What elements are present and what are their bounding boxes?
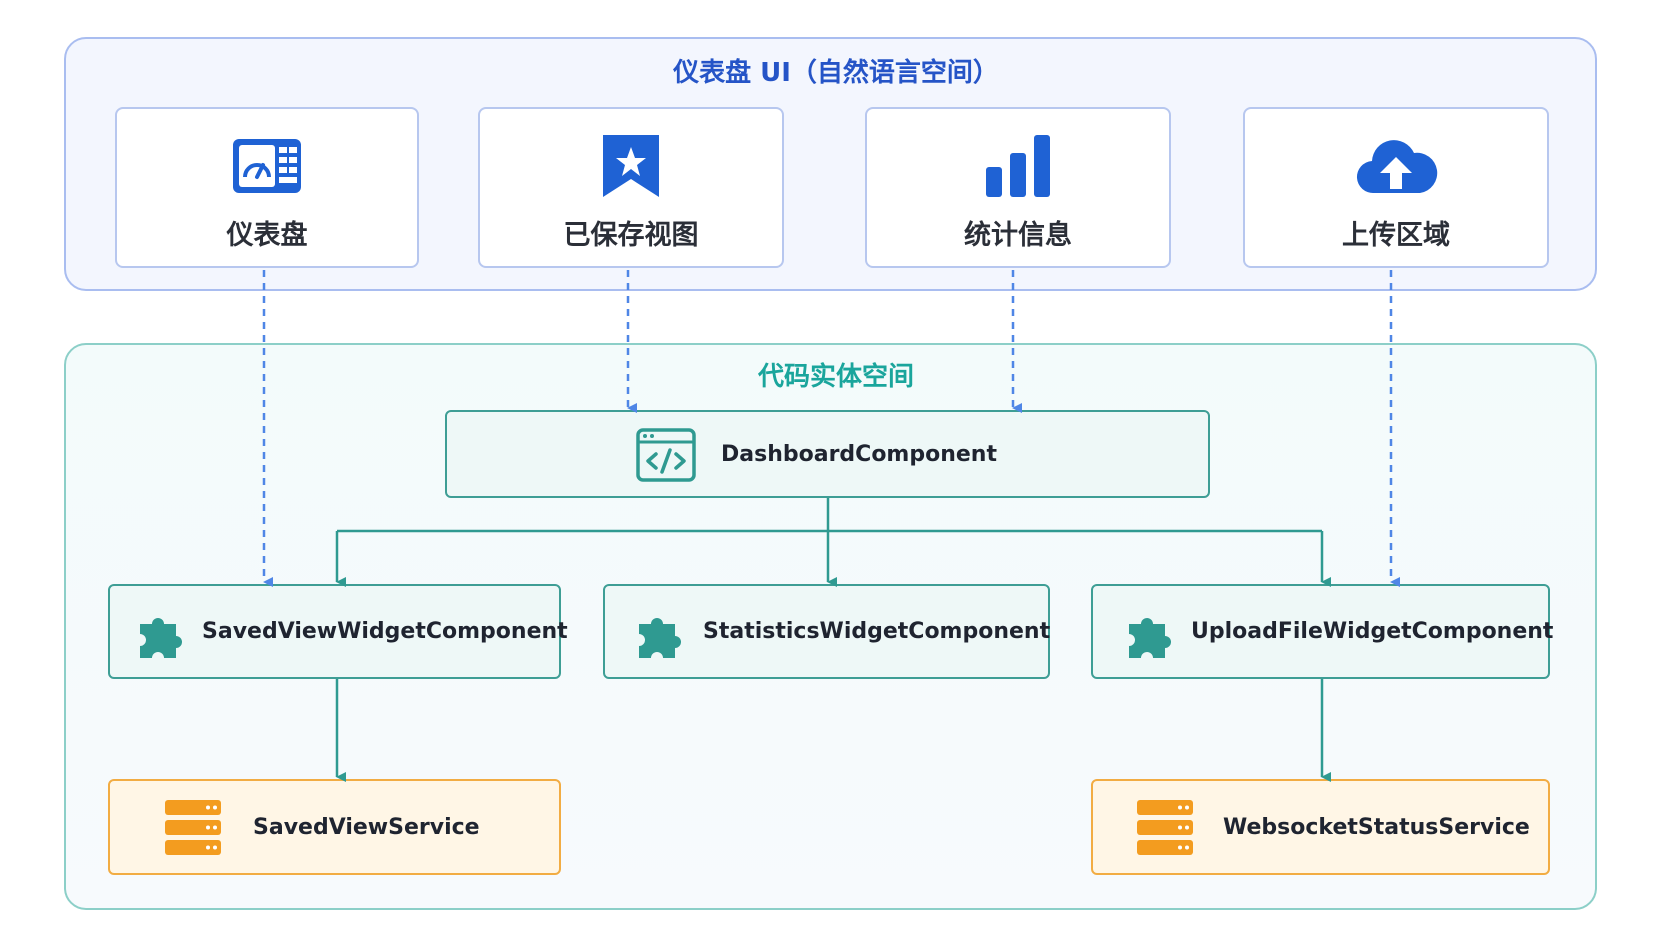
ui-space-title: 仪表盘 UI（自然语言空间） (673, 58, 999, 88)
upload-file-widget-component-box[interactable]: UploadFileWidgetComponent (1091, 584, 1554, 679)
puzzle-icon (1129, 618, 1171, 658)
ui-card-label: 统计信息 (964, 220, 1072, 251)
cloud-upload-icon (1356, 140, 1438, 194)
ui-card-label: 仪表盘 (226, 220, 308, 251)
server-stack-icon (165, 800, 221, 855)
saved-view-service-box[interactable]: SavedViewService (108, 779, 561, 875)
dashboard-component-box[interactable]: DashboardComponent (445, 410, 1210, 498)
bar-chart-icon (986, 135, 1050, 197)
dashboard-gauge-icon (233, 139, 301, 193)
server-stack-icon (1137, 800, 1193, 855)
ui-card-upload[interactable]: 上传区域 (1243, 107, 1549, 268)
puzzle-icon (140, 618, 182, 658)
dashboard-component-label: DashboardComponent (721, 442, 997, 467)
saved-view-widget-component-label: SavedViewWidgetComponent (202, 619, 568, 644)
bookmark-star-icon (603, 135, 659, 197)
websocket-status-service-label: WebsocketStatusService (1223, 815, 1530, 840)
saved-view-widget-component-box[interactable]: SavedViewWidgetComponent (108, 584, 568, 679)
saved-view-service-label: SavedViewService (253, 815, 480, 840)
code-window-icon (636, 428, 696, 482)
puzzle-icon (639, 618, 681, 658)
ui-card-dashboard[interactable]: 仪表盘 (115, 107, 419, 268)
ui-card-label: 上传区域 (1342, 220, 1450, 251)
ui-card-label: 已保存视图 (563, 220, 699, 251)
ui-card-statistics[interactable]: 统计信息 (865, 107, 1171, 268)
code-space-title: 代码实体空间 (757, 362, 914, 392)
websocket-status-service-box[interactable]: WebsocketStatusService (1091, 779, 1550, 875)
ui-card-saved-views[interactable]: 已保存视图 (478, 107, 784, 268)
statistics-widget-component-box[interactable]: StatisticsWidgetComponent (603, 584, 1050, 679)
upload-file-widget-component-label: UploadFileWidgetComponent (1191, 619, 1554, 644)
statistics-widget-component-label: StatisticsWidgetComponent (703, 619, 1051, 644)
